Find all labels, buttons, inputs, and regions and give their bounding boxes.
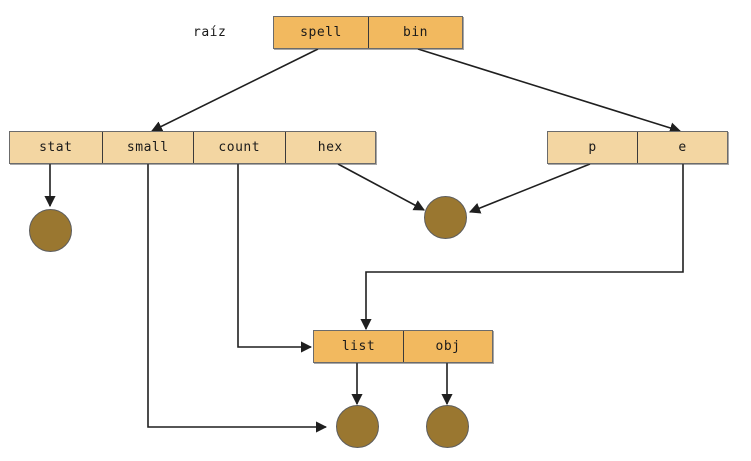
cell-small[interactable]: small [101,132,193,163]
leaf-circle-obj [426,405,469,448]
leaf-circle-stat [29,209,72,252]
edge-p-to-leaf [468,163,591,214]
node-root: spell bin [273,16,463,49]
edge-e-to-list [360,164,684,331]
cell-hex[interactable]: hex [284,132,375,163]
cell-p[interactable]: p [548,132,637,163]
root-caption-label: raíz [193,25,227,40]
edge-small-to-leaf [147,164,328,433]
edge-count-to-list [237,164,313,353]
cell-bin[interactable]: bin [368,17,462,48]
leaf-circle-list [336,405,379,448]
node-left: stat small count hex [9,131,376,164]
cell-e[interactable]: e [637,132,727,163]
cell-stat[interactable]: stat [10,132,102,163]
cell-obj[interactable]: obj [403,331,492,362]
leaf-circle-middle [424,196,467,239]
cell-list[interactable]: list [314,331,403,362]
cell-spell[interactable]: spell [274,17,368,48]
cell-count[interactable]: count [193,132,285,163]
edge-bin-to-right [417,48,682,134]
edge-spell-to-left [150,48,319,132]
edge-hex-to-leaf [337,163,425,211]
node-right: p e [547,131,728,164]
node-list-obj: list obj [313,330,493,363]
